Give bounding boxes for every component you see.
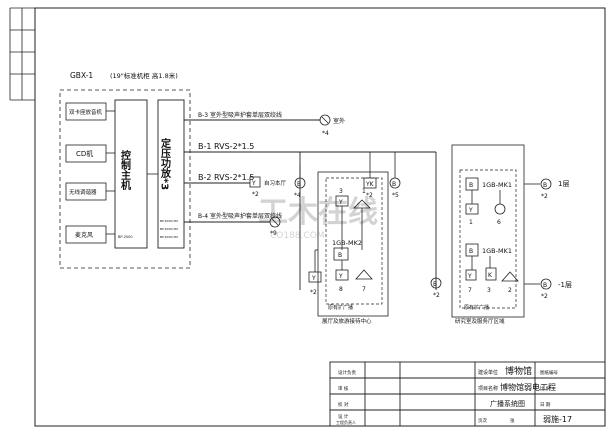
- line-b4: B-4 室外型吸声护套单层双绞线: [198, 212, 282, 220]
- z2ext-qty: *2: [541, 193, 548, 200]
- output-lines: [184, 119, 437, 290]
- z1ext-y: Y: [311, 275, 316, 282]
- tb-drawing-no: 弱施-17: [543, 414, 572, 424]
- zone2-ext: [524, 178, 552, 290]
- source-2: 无线调谐器: [69, 188, 97, 196]
- tb-col-a: 图纸编号: [540, 369, 558, 376]
- source-0: 双卡座放音机: [69, 108, 103, 116]
- bs3-letter: B: [392, 181, 396, 188]
- z1-note: 原有扩广播: [328, 304, 353, 311]
- z2-b: B: [469, 182, 473, 189]
- zone2-label: 研究室及服务厅区域: [455, 317, 505, 325]
- outdoor-qty: *4: [322, 130, 329, 137]
- control-host-label: 控制主机: [119, 149, 131, 191]
- zone2-outer: [451, 144, 525, 318]
- bs1-qty: *4: [294, 192, 301, 199]
- volume-control-icon: [249, 176, 261, 188]
- ceiling-speaker-icon: [269, 216, 281, 228]
- z2ext-qty2: *2: [541, 293, 548, 300]
- host-code: BP-2000: [118, 235, 133, 239]
- z2-6: 6: [497, 219, 501, 226]
- tb-col-d: 页次: [478, 417, 487, 424]
- bs2-qty: *2: [366, 192, 373, 199]
- ceiling-qty: *9: [270, 230, 277, 237]
- z2-mk1: 1GB-MK1: [482, 181, 512, 189]
- tb-drawing: 广播系统图: [490, 399, 525, 408]
- tb-row-3: 设 计: [338, 413, 349, 420]
- bs3-qty: *5: [392, 192, 399, 199]
- z2-b2: B: [469, 248, 473, 255]
- tb-col-e: 张: [510, 417, 515, 424]
- source-1: CD机: [76, 149, 93, 158]
- source-devices: [65, 102, 115, 244]
- line-b3: B-3 室外型吸声护套单层双绞线: [198, 111, 282, 119]
- zone1-outer: [317, 171, 389, 317]
- zone2-inner: [459, 169, 517, 309]
- outdoor-label: 室外: [333, 117, 345, 125]
- tb-col-c: 日 期: [540, 402, 551, 408]
- zone1-devices: [333, 195, 373, 281]
- z2-k: K: [488, 272, 493, 279]
- z1ext-qty2: *2: [433, 292, 440, 299]
- tb-project-label: 建设单位: [478, 369, 498, 376]
- z2-1: 1: [469, 219, 473, 226]
- z1-mk2: 1GB-MK2: [332, 239, 362, 247]
- tb-row-2: 校 对: [338, 401, 349, 408]
- z2-2: 2: [508, 287, 512, 294]
- tb-row-0: 设计负责: [338, 369, 356, 376]
- bs1-letter: B: [297, 181, 301, 188]
- z2ext-b2: B: [543, 282, 547, 289]
- tb-project: 博物馆: [505, 365, 532, 377]
- amp-note-2: BP-6000 PM: [160, 235, 178, 239]
- z1-1: 1: [362, 188, 366, 195]
- branch-speakers: [294, 152, 401, 189]
- binding-strip: [9, 7, 35, 101]
- cabinet-spec: (19"标准机柜 高1.8米): [110, 71, 178, 80]
- z1-8: 8: [339, 286, 343, 293]
- cabinet-box: [59, 89, 191, 269]
- bs2-letter: YK: [365, 181, 375, 188]
- tb-row-1: 审 核: [338, 385, 349, 392]
- zone1-label: 展厅及旅游接待中心: [322, 317, 372, 325]
- amp-note-0: BP-6000 PM: [160, 219, 178, 223]
- amplifier: [157, 99, 185, 249]
- zone2-devices: [465, 177, 519, 282]
- tb-col-b: 比 例: [540, 385, 551, 392]
- watermark-sub: CO188.COM: [270, 231, 325, 241]
- z1ext-b: B: [433, 281, 437, 288]
- z1ext-qty: *2: [310, 289, 317, 296]
- floor-m1: -1层: [558, 281, 572, 289]
- title-block: [329, 361, 606, 427]
- z2-mk1b: 1GB-MK1: [482, 247, 512, 255]
- vc-qty: *2: [252, 191, 259, 198]
- z1-y: Y: [338, 199, 343, 206]
- cabinet-id: GBX-1: [70, 71, 93, 80]
- line-b1: B-1 RVS-2*1.5: [198, 142, 254, 151]
- line-b2: B-2 RVS-2*1.5: [198, 173, 254, 182]
- amplifier-label: 定压功放*3: [159, 137, 172, 190]
- zone1-ext: [308, 249, 442, 289]
- tb-row-4: 工程负责人: [336, 419, 356, 425]
- drawing-frame: [34, 7, 606, 427]
- z1-3: 3: [339, 188, 343, 195]
- z2-note: 原有扩广播: [464, 304, 489, 311]
- z1-b: B: [338, 252, 342, 259]
- z2-y2: Y: [467, 273, 472, 280]
- z2-7: 7: [468, 287, 472, 294]
- floor-1: 1层: [558, 180, 569, 188]
- outdoor-speaker-icon: [319, 114, 331, 126]
- tb-name-label: 项目名称: [478, 385, 498, 392]
- tb-name: 博物馆弱电工程: [500, 382, 556, 392]
- z2ext-b: B: [543, 182, 547, 189]
- source-3: 麦克风: [75, 231, 93, 239]
- z1-y2: Y: [338, 273, 343, 280]
- z2-3: 3: [487, 287, 491, 294]
- z2-y: Y: [468, 207, 473, 214]
- zone1-inner: [325, 177, 383, 305]
- selfstudy-label: 自习本厅: [264, 179, 287, 187]
- vc-letter: Y: [251, 180, 256, 187]
- amp-note-1: BP-6000 PM: [160, 227, 178, 231]
- z1-7: 7: [362, 286, 366, 293]
